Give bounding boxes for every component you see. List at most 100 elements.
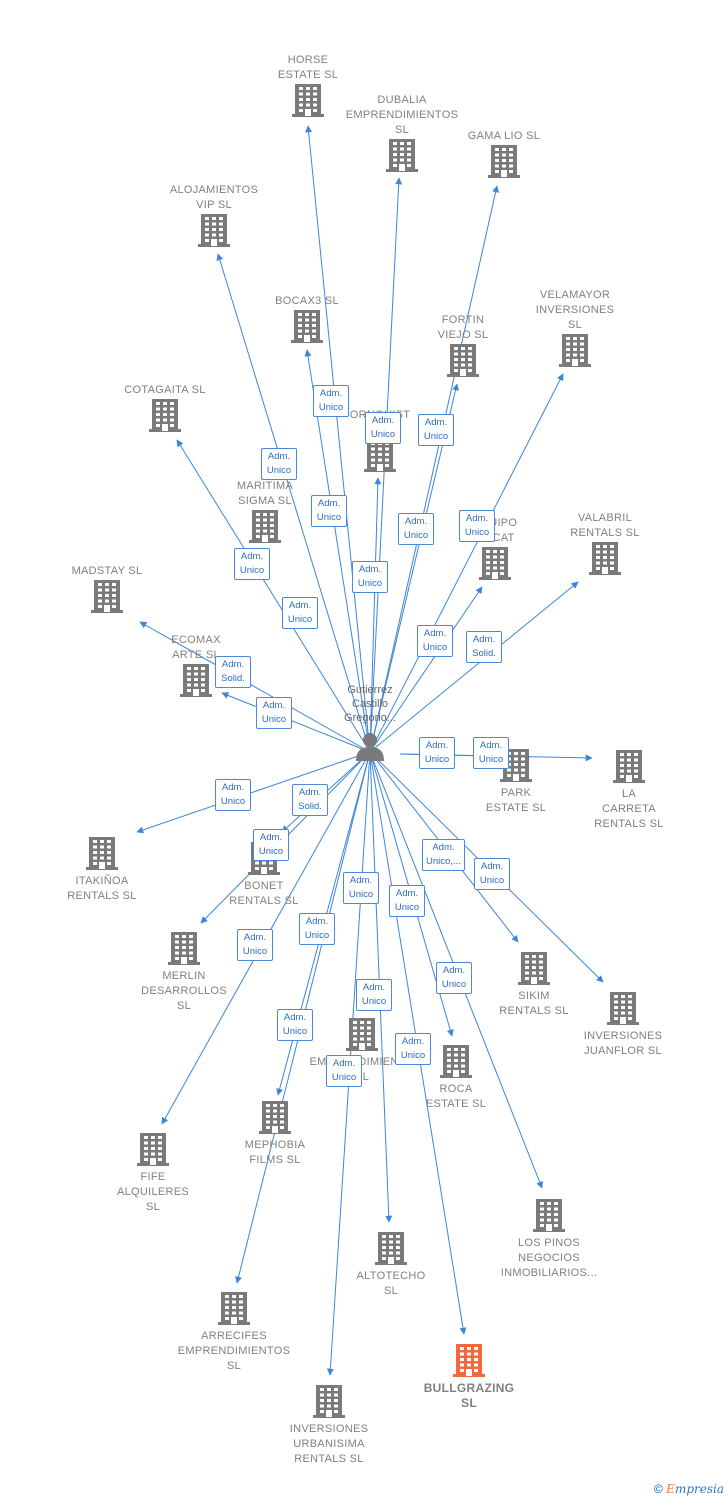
building-icon bbox=[346, 1018, 378, 1051]
footer-credit: © Empresia bbox=[654, 1482, 724, 1496]
building-icon bbox=[589, 542, 621, 575]
company-ecomax[interactable]: ECOMAX ARTE SL bbox=[131, 633, 261, 697]
company-juanflor[interactable]: INVERSIONES JUANFLOR SL bbox=[558, 991, 688, 1059]
company-dubalia[interactable]: DUBALIA EMPRENDIMIENTOS SL bbox=[337, 93, 467, 172]
role-badge[interactable]: Adm. Unico bbox=[459, 510, 495, 542]
company-cotagaita[interactable]: COTAGAITA SL bbox=[100, 383, 230, 432]
role-badge[interactable]: Adm. Solid. bbox=[292, 784, 328, 816]
role-badge[interactable]: Adm. Unico bbox=[215, 779, 251, 811]
role-badge[interactable]: Adm. Unico bbox=[311, 495, 347, 527]
role-badge[interactable]: Adm. Unico bbox=[261, 448, 297, 480]
company-label: MADSTAY SL bbox=[71, 565, 143, 577]
company-label: DUBALIA EMPRENDIMIENTOS SL bbox=[345, 94, 459, 136]
role-badge[interactable]: Adm. Unico bbox=[398, 513, 434, 545]
role-badge[interactable]: Adm. Solid. bbox=[466, 631, 502, 663]
company-fife[interactable]: FIFE ALQUILERES SL bbox=[88, 1132, 218, 1215]
edge-to-horse bbox=[305, 125, 371, 753]
building-icon bbox=[292, 84, 324, 117]
company-velamayor[interactable]: VELAMAYOR INVERSIONES SL bbox=[510, 288, 640, 367]
company-urbanisima[interactable]: INVERSIONES URBANISIMA RENTALS SL bbox=[264, 1384, 394, 1467]
company-label: FORTIN VIEJO SL bbox=[437, 314, 489, 341]
building-icon bbox=[91, 580, 123, 613]
company-label: VELAMAYOR INVERSIONES SL bbox=[535, 289, 615, 331]
company-bullgrazing[interactable]: BULLGRAZING SL bbox=[404, 1343, 534, 1411]
company-arrecifes[interactable]: ARRECIFES EMPRENDIMIENTOS SL bbox=[169, 1291, 299, 1374]
company-sikim[interactable]: SIKIM RENTALS SL bbox=[469, 951, 599, 1019]
building-icon bbox=[518, 952, 550, 985]
company-label: ECOMAX ARTE SL bbox=[171, 634, 221, 661]
person-node[interactable]: Gutierrez Castillo Gregorio... bbox=[315, 683, 425, 763]
company-horse[interactable]: HORSE ESTATE SL bbox=[243, 53, 373, 117]
company-label: MEPHOBIA FILMS SL bbox=[244, 1139, 306, 1166]
company-maritima[interactable]: MARITIMA SIGMA SL bbox=[200, 479, 330, 543]
company-mephobia[interactable]: MEPHOBIA FILMS SL bbox=[210, 1100, 340, 1168]
building-icon bbox=[533, 1199, 565, 1232]
role-badge[interactable]: Adm. Unico bbox=[237, 929, 273, 961]
building-icon bbox=[559, 334, 591, 367]
company-label: ARRECIFES EMPRENDIMIENTOS SL bbox=[177, 1330, 291, 1372]
role-badge[interactable]: Adm. Unico bbox=[365, 412, 401, 444]
company-merlin[interactable]: MERLIN DESARROLLOS SL bbox=[119, 931, 249, 1014]
role-badge[interactable]: Adm. Unico bbox=[419, 737, 455, 769]
company-madstay[interactable]: MADSTAY SL bbox=[42, 564, 172, 613]
company-fortin[interactable]: FORTIN VIEJO SL bbox=[398, 313, 528, 377]
company-label: MARITIMA SIGMA SL bbox=[236, 480, 294, 507]
copyright-symbol: © bbox=[653, 1482, 663, 1496]
role-badge[interactable]: Adm. Unico bbox=[343, 872, 379, 904]
role-badge[interactable]: Adm. Unico bbox=[326, 1055, 362, 1087]
role-badge[interactable]: Adm. Unico bbox=[356, 979, 392, 1011]
company-roca[interactable]: ROCA ESTATE SL bbox=[391, 1044, 521, 1112]
company-label: LOS PINOS NEGOCIOS INMOBILIARIOS... bbox=[500, 1237, 598, 1279]
company-label: INVERSIONES JUANFLOR SL bbox=[583, 1030, 663, 1057]
edge-to-itakinoa bbox=[136, 751, 371, 834]
role-badge[interactable]: Adm. Unico bbox=[418, 414, 454, 446]
company-label: BONET RENTALS SL bbox=[229, 880, 299, 907]
role-badge[interactable]: Adm. Unico bbox=[474, 858, 510, 890]
role-badge[interactable]: Adm. Unico bbox=[299, 913, 335, 945]
role-badge[interactable]: Adm. Unico bbox=[352, 561, 388, 593]
role-badge[interactable]: Adm. Unico bbox=[417, 625, 453, 657]
company-altotecho[interactable]: ALTOTECHO SL bbox=[326, 1231, 456, 1299]
edge-to-equipo bbox=[369, 586, 483, 753]
company-bocax3[interactable]: BOCAX3 SL bbox=[242, 294, 372, 343]
person-icon bbox=[356, 733, 384, 761]
building-icon bbox=[607, 992, 639, 1025]
company-label: BULLGRAZING SL bbox=[423, 1381, 515, 1410]
company-itakinoa[interactable]: ITAKIÑOA RENTALS SL bbox=[37, 836, 167, 904]
role-badge[interactable]: Adm. Unico bbox=[313, 385, 349, 417]
role-badge[interactable]: Adm. Unico bbox=[253, 829, 289, 861]
building-icon bbox=[198, 214, 230, 247]
building-icon bbox=[386, 139, 418, 172]
edge-to-ecomax bbox=[221, 692, 371, 753]
role-badge[interactable]: Adm. Unico bbox=[436, 962, 472, 994]
company-park[interactable]: PARK ESTATE SL bbox=[451, 748, 581, 816]
company-valabril[interactable]: VALABRIL RENTALS SL bbox=[540, 511, 670, 575]
building-icon bbox=[218, 1292, 250, 1325]
company-gamalio[interactable]: GAMA LIO SL bbox=[439, 129, 569, 178]
building-icon bbox=[488, 145, 520, 178]
building-icon bbox=[313, 1385, 345, 1418]
company-label: GAMA LIO SL bbox=[467, 130, 541, 142]
company-label: FIFE ALQUILERES SL bbox=[116, 1171, 190, 1213]
role-badge[interactable]: Adm. Unico bbox=[277, 1009, 313, 1041]
building-icon bbox=[249, 510, 281, 543]
edge-to-alojamientos bbox=[216, 253, 371, 753]
brand-logo[interactable]: Empresia bbox=[666, 1482, 724, 1496]
company-alojamientos[interactable]: ALOJAMIENTOS VIP SL bbox=[149, 183, 279, 247]
building-icon bbox=[137, 1133, 169, 1166]
building-icon bbox=[149, 399, 181, 432]
role-badge[interactable]: Adm. Unico bbox=[234, 548, 270, 580]
role-badge[interactable]: Adm. Unico,... bbox=[422, 839, 465, 871]
role-badge[interactable]: Adm. Unico bbox=[256, 697, 292, 729]
company-label: MERLIN DESARROLLOS SL bbox=[141, 970, 227, 1012]
role-badge[interactable]: Adm. Unico bbox=[389, 885, 425, 917]
edge-to-gamalio bbox=[369, 185, 500, 753]
role-badge[interactable]: Adm. Unico bbox=[282, 597, 318, 629]
role-badge[interactable]: Adm. Solid. bbox=[215, 656, 251, 688]
building-icon bbox=[375, 1232, 407, 1265]
role-badge[interactable]: Adm. Unico bbox=[473, 737, 509, 769]
company-lacarreta[interactable]: LA CARRETA RENTALS SL bbox=[564, 749, 694, 832]
role-badge[interactable]: Adm. Unico bbox=[395, 1033, 431, 1065]
company-lospinos[interactable]: LOS PINOS NEGOCIOS INMOBILIARIOS... bbox=[484, 1198, 614, 1281]
